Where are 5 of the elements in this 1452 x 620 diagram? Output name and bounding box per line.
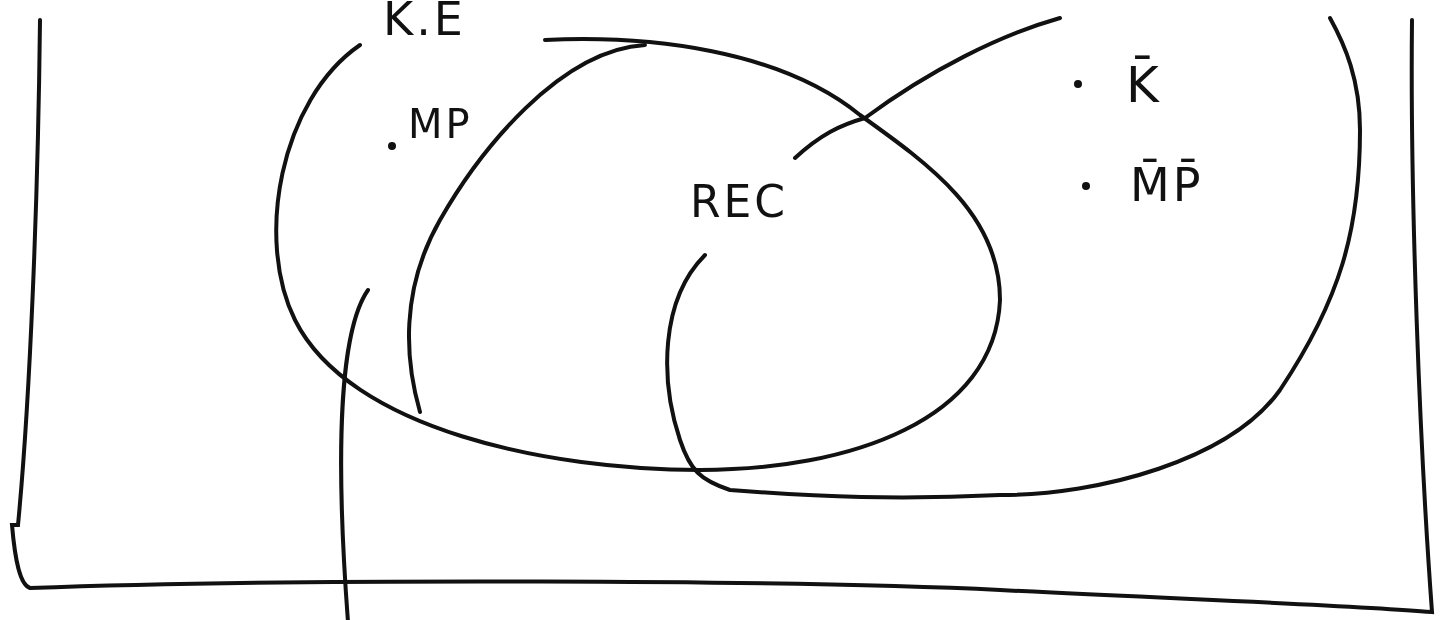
element-label: MP xyxy=(408,102,473,146)
set-label: K.E xyxy=(383,0,466,45)
element-label: M̄P̄ xyxy=(1130,160,1204,211)
curve-line xyxy=(339,288,370,620)
region-label: REC xyxy=(690,178,789,227)
